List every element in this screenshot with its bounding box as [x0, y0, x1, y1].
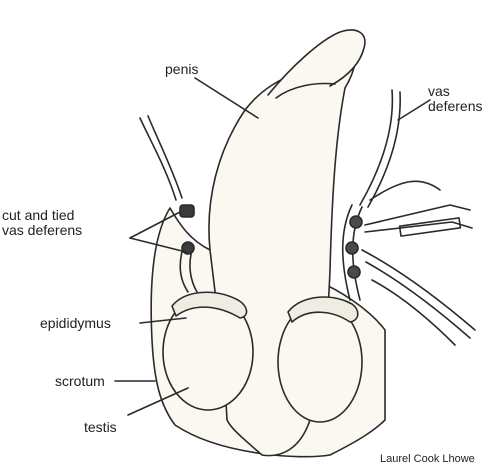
left-vas-tie-upper: [180, 205, 194, 217]
right-clip-1: [350, 216, 362, 228]
right-clip-3: [348, 266, 360, 278]
leader-penis: [195, 78, 258, 118]
illustrator-credit: Laurel Cook Lhowe: [380, 452, 475, 467]
leader-vas-right: [398, 100, 430, 120]
left-vas-upper: [140, 116, 182, 200]
label-penis: penis: [165, 62, 198, 77]
suture-lines: [370, 181, 455, 345]
label-cut-and-tied: cut and tied vas deferens: [2, 208, 82, 238]
right-vas: [360, 90, 400, 207]
right-clip-2: [346, 242, 358, 254]
label-scrotum: scrotum: [55, 374, 105, 389]
label-vas-deferens: vas deferens: [428, 84, 482, 114]
penis-glans: [268, 30, 365, 95]
label-testis: testis: [84, 420, 117, 435]
label-epididymus: epididymus: [40, 316, 111, 331]
